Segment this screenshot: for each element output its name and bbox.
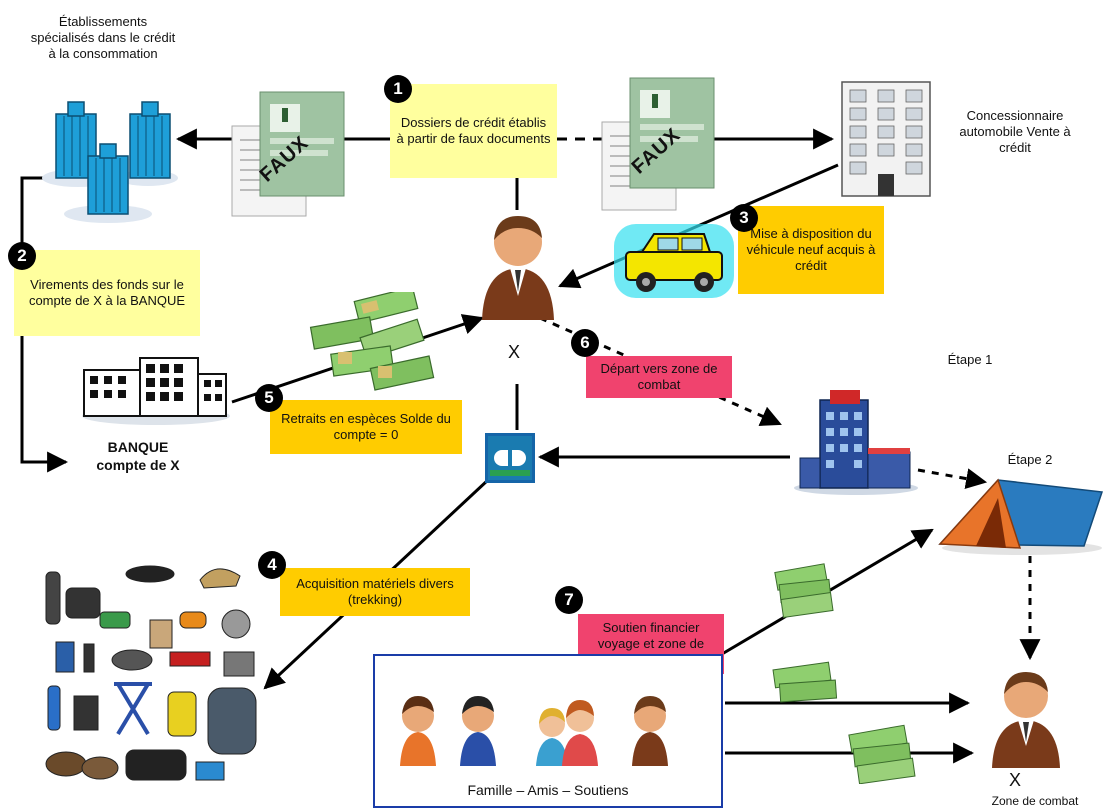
step-6-text: Départ vers zone de combat xyxy=(600,361,718,392)
step-4-badge: 4 xyxy=(258,551,286,579)
step-6-badge: 6 xyxy=(571,329,599,357)
bank-icon xyxy=(82,357,230,425)
step-1-badge: 1 xyxy=(384,75,412,103)
step-1-note: Dossiers de crédit établis à partir de f… xyxy=(390,84,557,178)
step-7-badge: 7 xyxy=(555,586,583,614)
cash-icon xyxy=(774,563,834,618)
family-label: Famille – Amis – Soutiens xyxy=(467,782,629,798)
cash-icon xyxy=(772,661,838,703)
step-2-text: Virements des fonds sur le compte de X à… xyxy=(28,277,186,308)
document-icon xyxy=(231,91,345,217)
step-5-text: Retraits en espèces Solde du compte = 0 xyxy=(281,411,451,442)
cash-icon xyxy=(848,724,916,784)
step-6-note: Départ vers zone de combat xyxy=(586,356,732,398)
family-icon xyxy=(400,696,668,766)
step-5-note: Retraits en espèces Solde du compte = 0 xyxy=(270,400,462,454)
step-3-badge: 3 xyxy=(730,204,758,232)
car-icon xyxy=(614,224,734,298)
stage-1-label: Étape 1 xyxy=(947,352,993,367)
step-3-note: Mise à disposition du véhicule neuf acqu… xyxy=(738,206,884,294)
office-building-icon xyxy=(841,81,931,197)
arrow-stage1-to-stage2 xyxy=(917,468,988,490)
bank-account: compte de X xyxy=(96,457,180,473)
step-4-note: Acquisition matériels divers (trekking) xyxy=(280,568,470,616)
gear-icon xyxy=(45,565,257,781)
dealer-label: Concessionnaire automobile Vente à crédi… xyxy=(959,108,1071,155)
hotel-icon xyxy=(794,390,918,495)
step-2-note: Virements des fonds sur le compte de X à… xyxy=(14,250,200,336)
bank-name: BANQUE xyxy=(107,439,169,455)
step-5-badge: 5 xyxy=(255,384,283,412)
card-icon xyxy=(485,433,535,483)
person-x-label: X xyxy=(508,342,521,362)
document-icon xyxy=(601,77,715,211)
person-icon xyxy=(482,216,554,320)
final-x-label: X xyxy=(1009,770,1022,790)
person-icon xyxy=(992,672,1060,768)
step-4-text: Acquisition matériels divers (trekking) xyxy=(296,576,454,607)
cash-icon xyxy=(309,292,435,391)
bank-label: BANQUE compte de X xyxy=(80,438,196,474)
stage-2-label: Étape 2 xyxy=(1007,452,1053,467)
step-2-badge: 2 xyxy=(8,242,36,270)
consumer-credit-label: Établissements spécialisés dans le crédi… xyxy=(30,14,176,61)
combat-zone-label: Zone de combat xyxy=(991,794,1079,808)
step-3-text: Mise à disposition du véhicule neuf acqu… xyxy=(746,226,876,273)
towers-icon xyxy=(42,101,178,223)
step-1-text: Dossiers de crédit établis à partir de f… xyxy=(396,115,551,146)
tent-icon xyxy=(938,478,1104,555)
